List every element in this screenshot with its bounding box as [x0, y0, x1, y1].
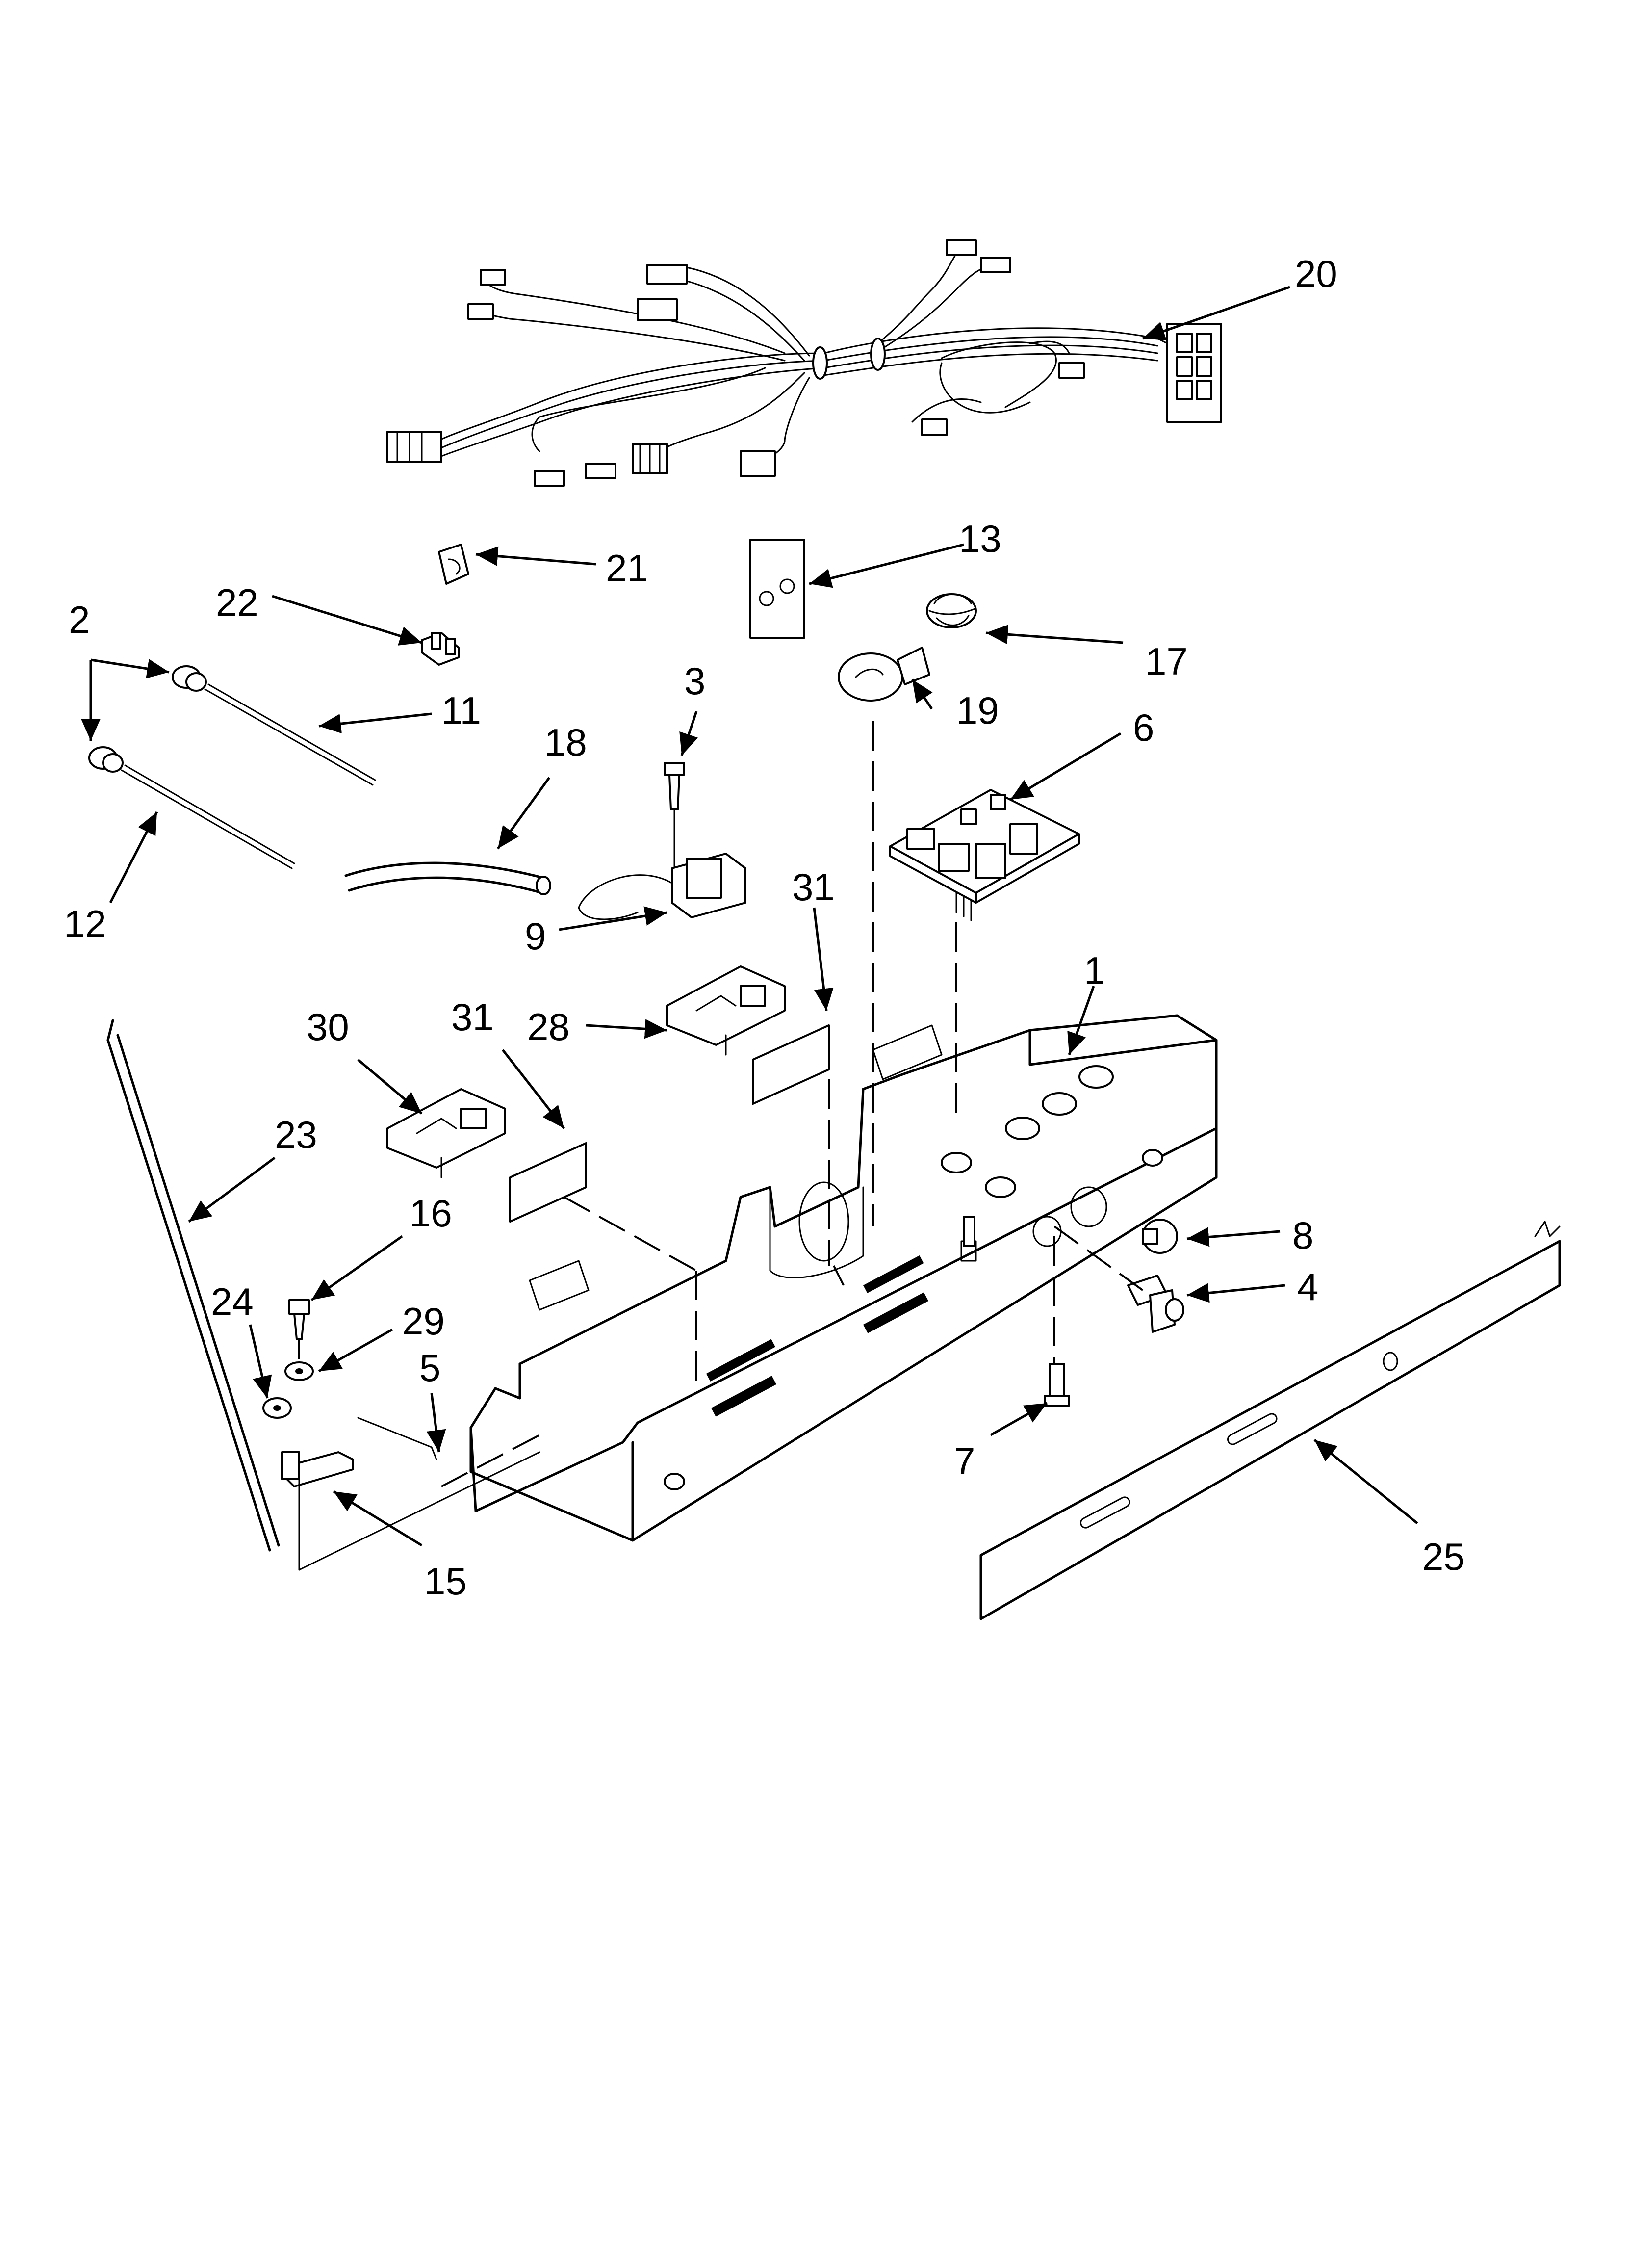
callout-7: 7 — [954, 1439, 975, 1483]
callout-25: 25 — [1422, 1535, 1465, 1578]
callout-2: 2 — [69, 598, 90, 641]
part-28-bracket — [666, 965, 786, 1056]
leader-arrows — [81, 286, 1418, 1547]
callout-16: 16 — [410, 1192, 452, 1235]
callout-29: 29 — [402, 1300, 445, 1343]
callout-30: 30 — [307, 1005, 349, 1048]
part-8-button — [1142, 1219, 1178, 1254]
part-22-clip — [421, 632, 460, 666]
part-5-wire-clip — [357, 1417, 437, 1460]
part-21-clip — [438, 544, 469, 585]
part-30-bracket — [386, 1088, 506, 1178]
part-31-label-left — [509, 1142, 587, 1223]
callout-labels: 20 21 13 22 2 17 11 19 3 6 18 12 9 31 1 … — [64, 252, 1465, 1603]
control-housing — [469, 1014, 1218, 1542]
callout-4: 4 — [1297, 1265, 1318, 1308]
part-29-washer — [284, 1361, 314, 1381]
part-24-washer — [262, 1397, 292, 1419]
part-16-screw — [288, 1299, 310, 1340]
callout-28: 28 — [527, 1005, 570, 1048]
part-4-switch — [1127, 1275, 1184, 1333]
callout-8: 8 — [1292, 1214, 1313, 1257]
part-17-socket — [926, 593, 977, 628]
callout-31-left: 31 — [451, 995, 494, 1039]
callout-11: 11 — [441, 689, 481, 732]
callout-15: 15 — [424, 1560, 467, 1603]
callout-22: 22 — [216, 581, 258, 624]
part-23-rod — [106, 1019, 280, 1552]
part-25-trim-strip — [979, 1221, 1561, 1620]
callout-12: 12 — [64, 902, 106, 945]
callout-17: 17 — [1145, 640, 1188, 683]
callout-5: 5 — [419, 1346, 440, 1389]
callout-1: 1 — [1084, 949, 1105, 992]
part-13-pad — [749, 539, 805, 639]
part-3-screw — [664, 762, 685, 894]
callout-23: 23 — [275, 1113, 317, 1156]
callout-13: 13 — [959, 517, 1001, 560]
part-12-rod — [121, 764, 295, 869]
callout-19: 19 — [956, 689, 999, 732]
callout-18: 18 — [544, 721, 587, 764]
part-7-screw — [1044, 1363, 1070, 1407]
callout-21: 21 — [606, 547, 648, 590]
assembly-guide-lines — [298, 721, 1144, 1487]
part-15-bracket — [281, 1451, 540, 1571]
callout-31-right: 31 — [792, 865, 835, 909]
part-2-grommet-upper — [172, 665, 207, 692]
part-18-tube — [344, 861, 551, 895]
callout-9: 9 — [525, 914, 546, 958]
part-31-label-right — [752, 1024, 830, 1105]
part-11-rod — [204, 683, 376, 786]
callout-20: 20 — [1295, 252, 1337, 295]
wire-harness — [386, 239, 1222, 487]
part-2-grommet-lower — [88, 746, 124, 773]
part-6-control-board — [889, 789, 1080, 921]
part-9-switch — [578, 853, 746, 920]
part-19-bulb — [838, 647, 930, 702]
callout-3: 3 — [684, 659, 705, 703]
callout-24: 24 — [211, 1280, 254, 1323]
callout-6: 6 — [1133, 706, 1154, 749]
